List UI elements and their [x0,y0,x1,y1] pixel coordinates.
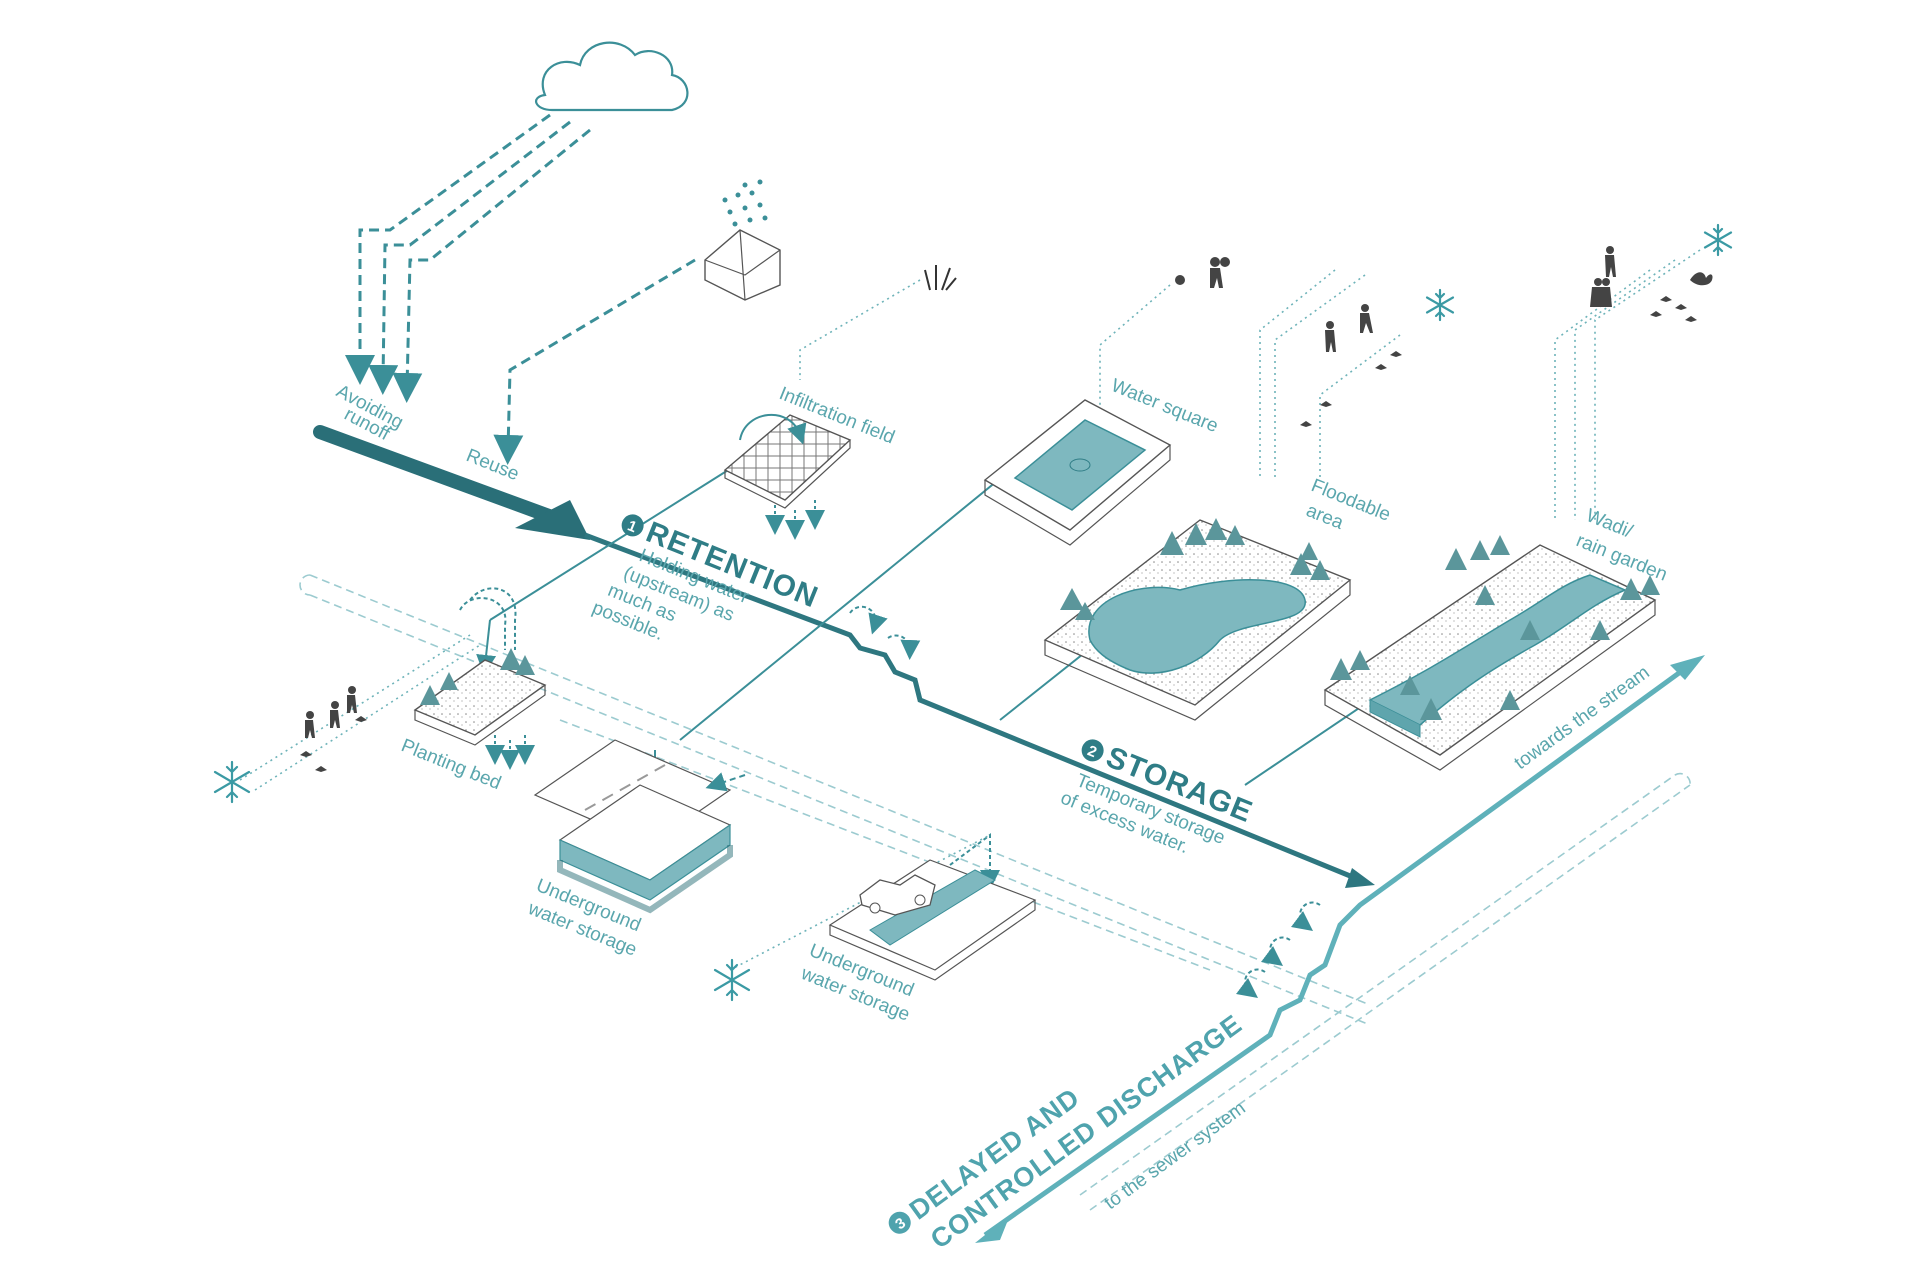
label-reuse: Reuse [463,445,522,485]
animal-icon [300,272,1713,772]
cloud-icon [535,41,689,112]
sewer-pipes [299,574,1691,1211]
water-square [983,399,1172,546]
main-flow-arrows [313,425,1705,1243]
snowflake-icon [213,223,1733,1002]
dotted-links [239,249,1701,971]
infiltration-field [723,413,852,540]
people-icon [305,246,1616,738]
grass-icon [924,265,957,291]
rain-house-icon [493,179,781,465]
underground-storage-b [828,859,1037,981]
rain-lines [345,113,591,403]
floodable-area [1043,518,1352,721]
car-icon [859,874,936,916]
underground-storage-a [533,739,746,914]
tree-icon [1330,535,1660,720]
tree-icon [1060,518,1330,620]
label-planting-bed: Planting bed [398,735,504,794]
wadi-rain-garden [1323,535,1660,771]
step-discharge: 3 DELAYED AND CONTROLLED DISCHARGE [888,1009,1248,1255]
diagram-labels: Avoiding runoff Reuse Infiltration field… [333,375,1670,1214]
planting-bed [413,587,547,770]
